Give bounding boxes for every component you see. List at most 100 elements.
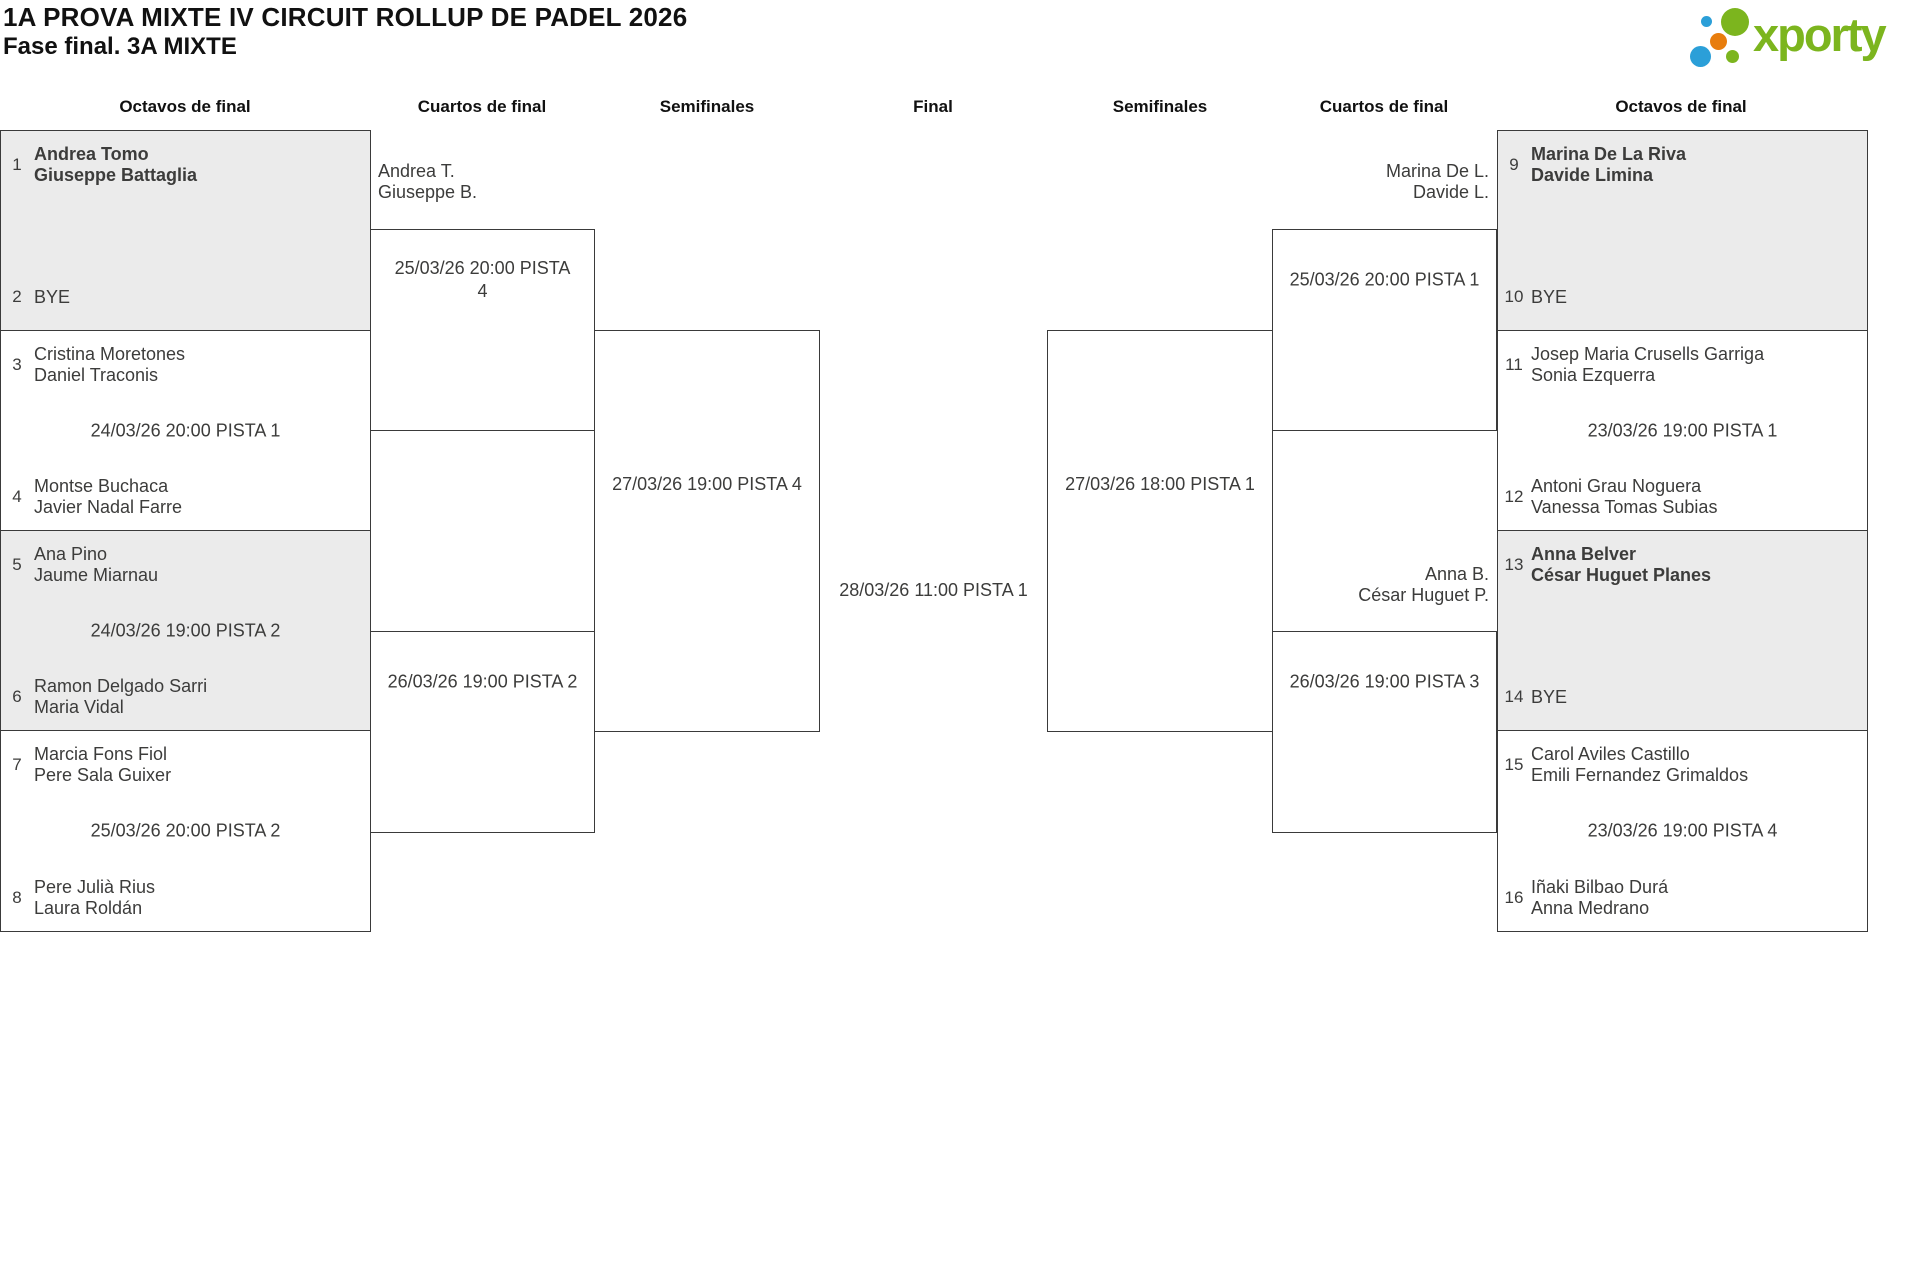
team-players: Iñaki Bilbao Durá Anna Medrano — [1531, 877, 1668, 919]
player-name: César Huguet Planes — [1531, 565, 1712, 585]
team-players: Ana Pino Jaume Miarnau — [34, 544, 158, 586]
player-name: Josep Maria Crusells Garriga — [1531, 344, 1765, 364]
seed-label: 12 — [1504, 487, 1524, 506]
seed-label: 2 — [12, 287, 22, 306]
team-players: Ramon Delgado Sarri Maria Vidal — [34, 676, 207, 718]
player-name: Ana Pino — [34, 544, 108, 564]
match-box-15-16: 15 Carol Aviles Castillo Emili Fernandez… — [1498, 731, 1867, 931]
team-slot: 6 Ramon Delgado Sarri Maria Vidal — [1, 676, 370, 718]
player-name: Vanessa Tomas Subias — [1531, 497, 1718, 517]
team-players: Pere Julià Rius Laura Roldán — [34, 877, 155, 919]
seed-label: 3 — [12, 355, 22, 374]
xporty-logo[interactable]: xporty — [1688, 3, 1913, 69]
team-slot: 5 Ana Pino Jaume Miarnau — [1, 544, 370, 586]
player-name: Giuseppe B. — [378, 182, 478, 202]
quarterfinal-box-right-2: 26/03/26 19:00 PISTA 3 — [1272, 631, 1497, 833]
match-schedule: 24/03/26 19:00 PISTA 2 — [90, 620, 281, 640]
page-subtitle: Fase final. 3A MIXTE — [3, 33, 237, 60]
r16-left-column: 1 Andrea Tomo Giuseppe Battaglia 2 BYE 3… — [0, 130, 371, 932]
semifinal-box-left: 27/03/26 19:00 PISTA 4 — [594, 330, 820, 732]
seed-label: 6 — [12, 687, 22, 706]
seed-label: 9 — [1509, 155, 1519, 174]
quarterfinal-box-left-2: 26/03/26 19:00 PISTA 2 — [370, 631, 595, 833]
match-schedule: 25/03/26 20:00 PISTA 2 — [90, 820, 281, 841]
seed-label: 8 — [12, 888, 22, 907]
team-players: Cristina Moretones Daniel Traconis — [34, 344, 185, 386]
player-name: Emili Fernandez Grimaldos — [1531, 765, 1749, 785]
round-header-semifinales-left: Semifinales — [659, 97, 755, 116]
final-schedule: 28/03/26 11:00 PISTA 1 — [839, 580, 1028, 600]
round-header-cuartos-left: Cuartos de final — [417, 97, 547, 116]
seed-label: 16 — [1504, 888, 1524, 907]
team-players: Carol Aviles Castillo Emili Fernandez Gr… — [1531, 744, 1748, 786]
team-players: BYE — [1531, 287, 1567, 308]
player-name: Pere Julià Rius — [34, 877, 156, 897]
player-name: Iñaki Bilbao Durá — [1531, 877, 1669, 897]
team-slot: 10 BYE — [1498, 276, 1867, 318]
round-header-octavos-right: Octavos de final — [1615, 97, 1747, 116]
seed-label: 10 — [1504, 287, 1524, 306]
team-slot: 2 BYE — [1, 276, 370, 318]
semifinal-box-right: 27/03/26 18:00 PISTA 1 — [1047, 330, 1273, 732]
logo-dot-green-large-icon — [1721, 8, 1749, 36]
player-name: Daniel Traconis — [34, 365, 159, 385]
player-name: Maria Vidal — [34, 697, 124, 717]
player-name: César Huguet P. — [1358, 585, 1489, 605]
player-name: Andrea T. — [378, 161, 455, 181]
team-slot: 12 Antoni Grau Noguera Vanessa Tomas Sub… — [1498, 476, 1867, 518]
team-slot: 1 Andrea Tomo Giuseppe Battaglia — [1, 144, 370, 186]
player-name: Javier Nadal Farre — [34, 497, 183, 517]
player-name: Marcia Fons Fiol — [34, 744, 168, 764]
player-name: Laura Roldán — [34, 898, 143, 918]
r16-right-column: 9 Marina De La Riva Davide Limina 10 BYE… — [1497, 130, 1868, 932]
page-title: 1A PROVA MIXTE IV CIRCUIT ROLLUP DE PADE… — [3, 2, 688, 32]
player-name: Anna B. — [1424, 564, 1489, 584]
team-slot: 14 BYE — [1498, 676, 1867, 718]
team-slot: 13 Anna Belver César Huguet Planes — [1498, 544, 1867, 586]
player-name: Sonia Ezquerra — [1531, 365, 1656, 385]
player-name: Jaume Miarnau — [34, 565, 159, 585]
team-players: Montse Buchaca Javier Nadal Farre — [34, 476, 182, 518]
player-name: Anna Belver — [1531, 544, 1637, 564]
team-slot: 15 Carol Aviles Castillo Emili Fernandez… — [1498, 744, 1867, 786]
seed-label: 1 — [12, 155, 22, 174]
logo-dot-blue-medium-icon — [1690, 46, 1711, 67]
team-players: Marina De La Riva Davide Limina — [1531, 144, 1686, 186]
seed-label: 15 — [1504, 755, 1524, 774]
player-name: Marina De L. — [1385, 161, 1489, 181]
player-name: Andrea Tomo — [34, 144, 149, 164]
player-name: Montse Buchaca — [34, 476, 169, 496]
seed-label: 14 — [1504, 687, 1524, 706]
logo-dot-blue-small-icon — [1701, 16, 1712, 27]
match-schedule: 23/03/26 19:00 PISTA 1 — [1587, 420, 1778, 440]
team-slot: 11 Josep Maria Crusells Garriga Sonia Ez… — [1498, 344, 1867, 386]
player-name: BYE — [1531, 686, 1568, 707]
match-box-1-2: 1 Andrea Tomo Giuseppe Battaglia 2 BYE — [1, 131, 370, 331]
seed-label: 7 — [12, 755, 22, 774]
seed-label: 11 — [1505, 355, 1523, 374]
team-players: Anna Belver César Huguet Planes — [1531, 544, 1711, 586]
match-box-7-8: 7 Marcia Fons Fiol Pere Sala Guixer 25/0… — [1, 731, 370, 931]
team-slot: 8 Pere Julià Rius Laura Roldán — [1, 877, 370, 919]
player-name: Davide Limina — [1531, 165, 1654, 185]
seed-label: 4 — [12, 487, 22, 506]
quarterfinal-box-left-1: 25/03/26 20:00 PISTA 4 — [370, 229, 595, 431]
player-name: BYE — [34, 286, 71, 307]
player-name: Antoni Grau Noguera — [1531, 476, 1702, 496]
team-players: Josep Maria Crusells Garriga Sonia Ezque… — [1531, 344, 1764, 386]
logo-dot-green-small-icon — [1726, 50, 1739, 63]
round-header-final: Final — [913, 97, 953, 116]
match-schedule: 25/03/26 20:00 PISTA 4 — [394, 258, 571, 301]
match-box-13-14: 13 Anna Belver César Huguet Planes 14 BY… — [1498, 531, 1867, 731]
player-name: BYE — [1531, 286, 1568, 307]
player-name: Ramon Delgado Sarri — [34, 676, 208, 696]
match-schedule: 27/03/26 19:00 PISTA 4 — [612, 474, 802, 494]
team-players: Andrea Tomo Giuseppe Battaglia — [34, 144, 197, 186]
match-schedule: 23/03/26 19:00 PISTA 4 — [1587, 820, 1778, 841]
advanced-team-label: Marina De L. Davide L. — [1386, 161, 1489, 203]
team-players: BYE — [1531, 687, 1567, 708]
round-header-cuartos-right: Cuartos de final — [1319, 97, 1449, 116]
logo-wordmark: xporty — [1753, 8, 1887, 61]
advanced-team-label: Andrea T. Giuseppe B. — [378, 161, 477, 203]
match-box-9-10: 9 Marina De La Riva Davide Limina 10 BYE — [1498, 131, 1867, 331]
